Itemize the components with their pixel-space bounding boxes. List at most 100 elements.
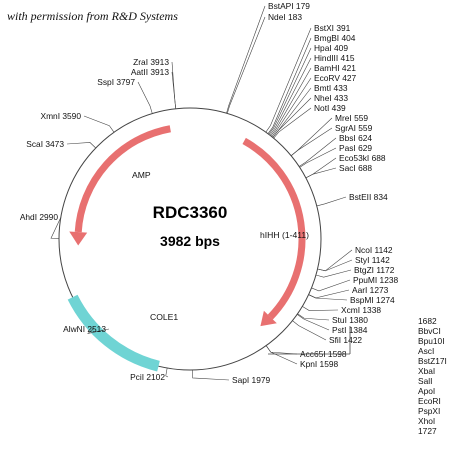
site-leader-line: [66, 142, 96, 149]
mcs-site-entry: 1727: [418, 426, 437, 436]
permission-credit: with permission from R&D Systems: [7, 9, 178, 23]
restriction-site-label[interactable]: NcoI 1142: [355, 245, 393, 255]
site-leader-line: [317, 259, 353, 272]
site-leader-line: [308, 289, 350, 299]
restriction-site-label[interactable]: SfiI 1422: [329, 335, 362, 345]
mcs-site-entry: PspXI: [418, 406, 440, 416]
feature-label-hihh: hIHH (1-411): [260, 230, 309, 240]
mcs-site-entry: Bpu10I: [418, 336, 445, 346]
feature-label-cole1: COLE1: [150, 312, 178, 322]
plasmid-size: 3982 bps: [160, 233, 220, 249]
site-leader-line: [265, 345, 298, 355]
restriction-site-label[interactable]: AarI 1273: [352, 285, 389, 295]
restriction-site-label[interactable]: NdeI 183: [268, 12, 302, 22]
cole1-origin-arc[interactable]: [67, 294, 160, 372]
amp-arrowhead: [69, 231, 88, 246]
site-leader-line: [290, 117, 333, 156]
site-leader-line: [271, 77, 312, 137]
site-leader-line: [171, 61, 177, 109]
restriction-site-label[interactable]: KpnI 1598: [300, 359, 339, 369]
site-leader-line: [226, 5, 266, 114]
mcs-site-entry: BbvCI: [418, 326, 441, 336]
restriction-site-label[interactable]: Eco53kI 688: [339, 153, 386, 163]
restriction-site-label[interactable]: StyI 1142: [355, 255, 390, 265]
restriction-site-label[interactable]: StuI 1380: [332, 315, 368, 325]
mcs-site-entry: XhoI: [418, 416, 435, 426]
restriction-site-label[interactable]: EcoRV 427: [314, 73, 357, 83]
restriction-site-label[interactable]: BmgBI 404: [314, 33, 356, 43]
restriction-site-label[interactable]: XmnI 3590: [40, 111, 81, 121]
site-leader-line: [272, 97, 312, 138]
restriction-site-label[interactable]: ZraI 3913: [133, 57, 169, 67]
site-leader-line: [290, 127, 333, 156]
plasmid-name: RDC3360: [153, 203, 228, 222]
site-leader-line: [317, 249, 353, 272]
site-leader-line: [265, 345, 298, 365]
site-leader-line: [298, 137, 337, 167]
hihh-insert-arrow[interactable]: [242, 137, 306, 320]
restriction-site-label[interactable]: SapI 1979: [232, 375, 271, 385]
site-leader-line: [296, 314, 330, 331]
restriction-site-label[interactable]: AhdI 2990: [20, 212, 59, 222]
plasmid-backbone-circle: [58, 107, 322, 371]
restriction-site-label[interactable]: BstEII 834: [349, 192, 388, 202]
restriction-site-label[interactable]: BmtI 433: [314, 83, 348, 93]
mcs-site-entry: SalI: [418, 376, 432, 386]
site-leader-line: [308, 294, 348, 301]
restriction-site-label[interactable]: SacI 688: [339, 163, 372, 173]
site-leader-line: [265, 27, 312, 133]
mcs-site-entry: EcoRI: [418, 396, 441, 406]
amp-feature-arrow[interactable]: [74, 125, 171, 233]
site-leader-line: [267, 37, 312, 134]
restriction-site-label[interactable]: BspMI 1274: [350, 295, 395, 305]
site-leader-line: [270, 67, 312, 137]
site-leader-line: [305, 167, 337, 179]
site-leader-line: [297, 313, 330, 321]
restriction-site-label[interactable]: NheI 433: [314, 93, 348, 103]
restriction-site-label[interactable]: BstAPI 179: [268, 1, 310, 11]
restriction-site-label[interactable]: ScaI 3473: [26, 139, 64, 149]
restriction-site-label[interactable]: PpuMI 1238: [353, 275, 399, 285]
restriction-site-label[interactable]: BbsI 624: [339, 133, 372, 143]
site-leader-line: [268, 47, 312, 135]
site-leader-line: [165, 367, 169, 378]
site-leader-line: [316, 196, 347, 207]
restriction-site-label[interactable]: XcmI 1338: [341, 305, 381, 315]
site-leader-line: [299, 147, 337, 168]
site-leader-line: [311, 279, 351, 292]
mcs-site-entry: XbaI: [418, 366, 435, 376]
site-leader-line: [83, 115, 115, 133]
site-leader-line: [269, 57, 312, 136]
restriction-site-label[interactable]: BtgZI 1172: [354, 265, 395, 275]
restriction-site-label[interactable]: AlwNI 2513: [63, 324, 106, 334]
restriction-site-label[interactable]: PciI 2102: [130, 372, 165, 382]
restriction-site-label[interactable]: SgrAI 559: [335, 123, 373, 133]
restriction-site-label[interactable]: NotI 439: [314, 103, 346, 113]
site-leader-line: [227, 16, 266, 114]
site-leader-line: [192, 369, 230, 381]
site-leader-line: [50, 216, 62, 239]
site-leader-lines: [50, 5, 353, 381]
restriction-site-label[interactable]: MreI 559: [335, 113, 368, 123]
restriction-site-label[interactable]: HpaI 409: [314, 43, 348, 53]
restriction-site-label[interactable]: AatII 3913: [131, 67, 170, 77]
restriction-site-label[interactable]: SspI 3797: [97, 77, 135, 87]
restriction-site-label[interactable]: PasI 629: [339, 143, 372, 153]
site-leader-line: [315, 269, 352, 278]
mcs-site-entry: BstZ17I: [418, 356, 447, 366]
site-leader-line: [87, 327, 110, 334]
feature-label-amp: AMP: [132, 170, 151, 180]
restriction-site-label[interactable]: BamHI 421: [314, 63, 356, 73]
restriction-site-label[interactable]: HindIII 415: [314, 53, 355, 63]
site-leader-line: [302, 306, 339, 311]
hihh-insert-arrowhead: [260, 310, 277, 327]
restriction-site-label[interactable]: BstXI 391: [314, 23, 351, 33]
mcs-site-entry: 1682: [418, 316, 437, 326]
site-leader-line: [137, 81, 153, 114]
site-leader-line: [292, 320, 327, 341]
mcs-site-entry: ApoI: [418, 386, 435, 396]
